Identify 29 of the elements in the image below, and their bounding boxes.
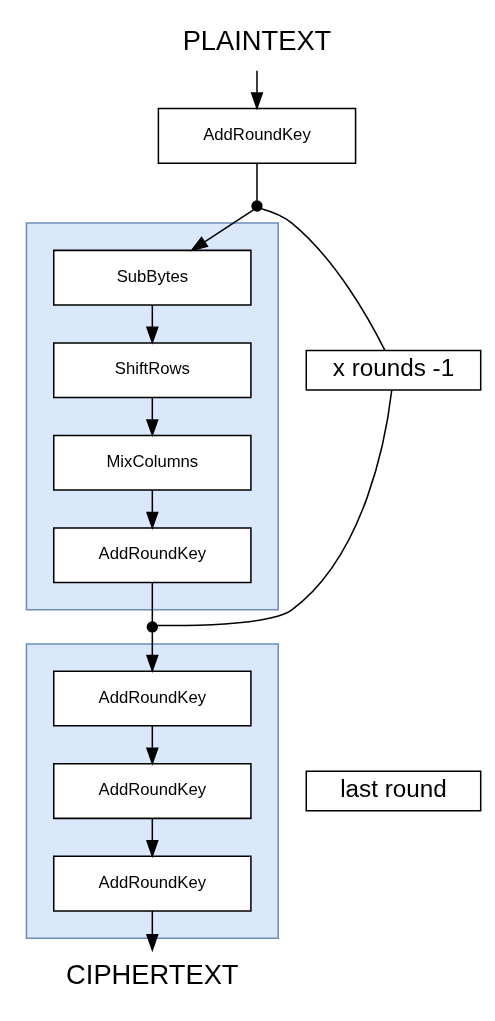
node-circle (251, 200, 263, 212)
node-circle (146, 621, 158, 633)
node-box: MixColumns (52, 434, 252, 491)
node-box: SubBytes (52, 249, 252, 306)
node-box: AddRoundKey (157, 107, 357, 164)
arrow (250, 70, 264, 111)
connector (156, 389, 393, 627)
connector (256, 162, 258, 202)
cluster (25, 643, 279, 939)
node-text: PLAINTEXT (182, 25, 332, 57)
arrow (189, 209, 255, 252)
node-box: AddRoundKey (52, 855, 252, 912)
connector (260, 207, 386, 351)
arrow (145, 631, 159, 673)
arrow (145, 396, 159, 438)
connector (151, 581, 154, 623)
arrow (145, 910, 159, 953)
node-box: x rounds -1 (305, 349, 482, 391)
cluster (25, 222, 279, 611)
arrow (145, 304, 159, 345)
node-box: AddRoundKey (52, 670, 252, 727)
node-text: CIPHERTEXT (66, 959, 239, 991)
arrow (145, 725, 159, 766)
node-box: last round (305, 770, 482, 812)
node-box: AddRoundKey (52, 763, 252, 820)
node-box: ShiftRows (52, 342, 252, 399)
arrow (145, 817, 159, 859)
arrow (145, 489, 159, 530)
node-box: AddRoundKey (52, 527, 252, 584)
